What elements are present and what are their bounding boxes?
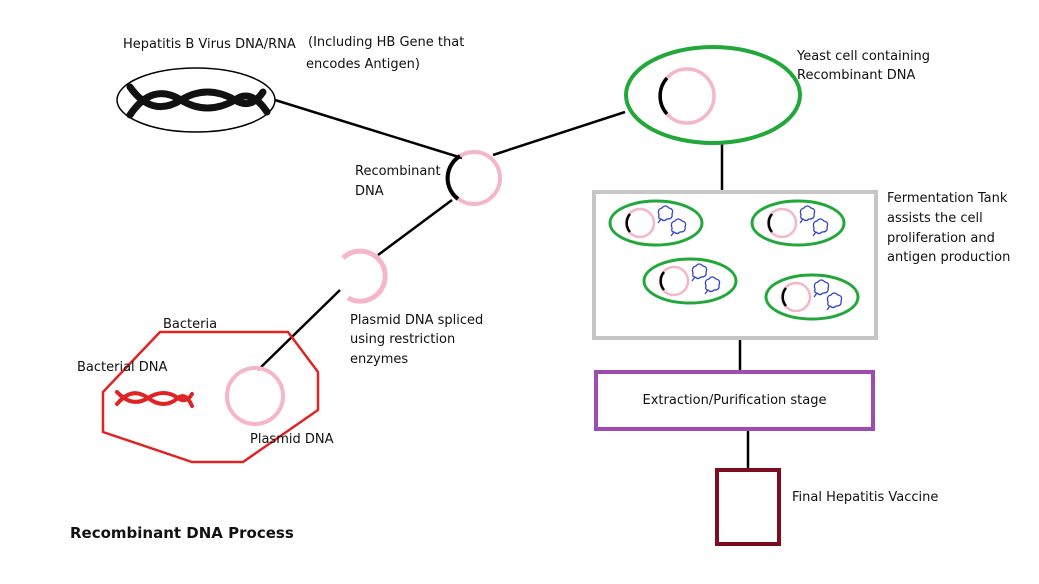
antigen-bubble-icon bbox=[799, 205, 816, 224]
virus-title-label: Hepatitis B Virus DNA/RNA bbox=[123, 37, 296, 52]
plasmid-spliced-label-line2: using restriction bbox=[350, 332, 456, 347]
antigen-bubble-icon bbox=[670, 218, 687, 237]
yeast-cell bbox=[642, 257, 738, 305]
plasmid-spliced-label-line3: enzymes bbox=[350, 352, 409, 367]
plasmid-ring-icon bbox=[658, 67, 716, 125]
recombinant-dna-ring bbox=[445, 150, 502, 206]
fermentation-label-line3: proliferation and bbox=[887, 231, 995, 246]
tank-cells bbox=[608, 199, 860, 321]
antigen-bubble-icon bbox=[691, 263, 708, 282]
plasmid-ring-icon bbox=[780, 281, 812, 313]
inserted-gene-arc bbox=[625, 213, 632, 233]
tank-outline bbox=[592, 190, 878, 340]
recombinant-to-yeast-line bbox=[492, 110, 626, 157]
antigen-bubble-icon bbox=[812, 218, 829, 237]
bacteria-outline bbox=[101, 330, 320, 464]
final-vaccine-label: Final Hepatitis Vaccine bbox=[792, 490, 939, 505]
fermentation-label-line1: Fermentation Tank bbox=[887, 191, 1008, 206]
plasmid-ring-icon bbox=[658, 265, 690, 297]
spliced-plasmid bbox=[341, 248, 388, 304]
bacterial-dna-label: Bacterial DNA bbox=[77, 360, 168, 375]
inserted-gene-arc bbox=[767, 213, 774, 233]
recombinant-label-line2: DNA bbox=[355, 184, 384, 199]
yeast-label-line2: Recombinant DNA bbox=[797, 68, 916, 83]
yeast-cell bbox=[764, 273, 860, 321]
extraction-box bbox=[594, 370, 875, 431]
antigen-bubble-icon bbox=[826, 292, 843, 311]
antigen-bubble-icon bbox=[657, 205, 674, 224]
yeast-cell-membrane bbox=[642, 257, 738, 305]
dna-helix-icon bbox=[126, 83, 271, 119]
inserted-gene-arc bbox=[658, 76, 669, 116]
antigen-bubble-icon bbox=[813, 279, 830, 298]
bacteria-cell bbox=[101, 330, 320, 464]
yeast-cell-membrane bbox=[624, 45, 802, 145]
yeast-label-line1: Yeast cell containing bbox=[797, 49, 931, 64]
dna-helix-icon bbox=[115, 390, 194, 408]
bacteria-label: Bacteria bbox=[163, 317, 218, 332]
final-vaccine-box bbox=[715, 468, 781, 546]
diagram-title: Recombinant DNA Process bbox=[70, 524, 294, 542]
yeast-cell bbox=[608, 199, 704, 247]
yeast-cell-membrane bbox=[608, 199, 704, 247]
virus-note-line1: (Including HB Gene that bbox=[308, 35, 465, 50]
fermentation-label-line4: antigen production bbox=[887, 250, 1011, 265]
plasmid-ring-icon bbox=[624, 207, 656, 239]
inserted-gene-arc bbox=[781, 287, 788, 307]
plasmid-to-bacteria-line bbox=[257, 289, 341, 371]
plasmid-ring-icon bbox=[341, 248, 388, 304]
hepatitis-b-virus bbox=[116, 67, 276, 133]
plasmid-ring-icon bbox=[225, 366, 285, 426]
connector-lines bbox=[257, 98, 750, 470]
yeast-cell-membrane bbox=[764, 273, 860, 321]
plasmid-ring-icon bbox=[766, 207, 798, 239]
inserted-gene-arc bbox=[445, 154, 462, 201]
virus-to-recombinant-line bbox=[274, 98, 463, 160]
virus-note-line2: encodes Antigen) bbox=[306, 57, 420, 72]
yeast-cell bbox=[750, 199, 846, 247]
fermentation-tank bbox=[592, 190, 878, 340]
yeast-cell-membrane bbox=[750, 199, 846, 247]
yeast-cell bbox=[624, 45, 802, 145]
plasmid-dna-label: Plasmid DNA bbox=[250, 432, 334, 447]
recombinant-to-plasmid-line bbox=[377, 198, 453, 257]
plasmid-spliced-label-line1: Plasmid DNA spliced bbox=[350, 313, 484, 328]
fermentation-label-line2: assists the cell bbox=[887, 211, 983, 226]
virus-outline bbox=[116, 67, 276, 133]
extraction-stage-label: Extraction/Purification stage bbox=[642, 393, 827, 408]
inserted-gene-arc bbox=[659, 271, 666, 291]
recombinant-label-line1: Recombinant bbox=[355, 164, 441, 179]
antigen-bubble-icon bbox=[704, 276, 721, 295]
